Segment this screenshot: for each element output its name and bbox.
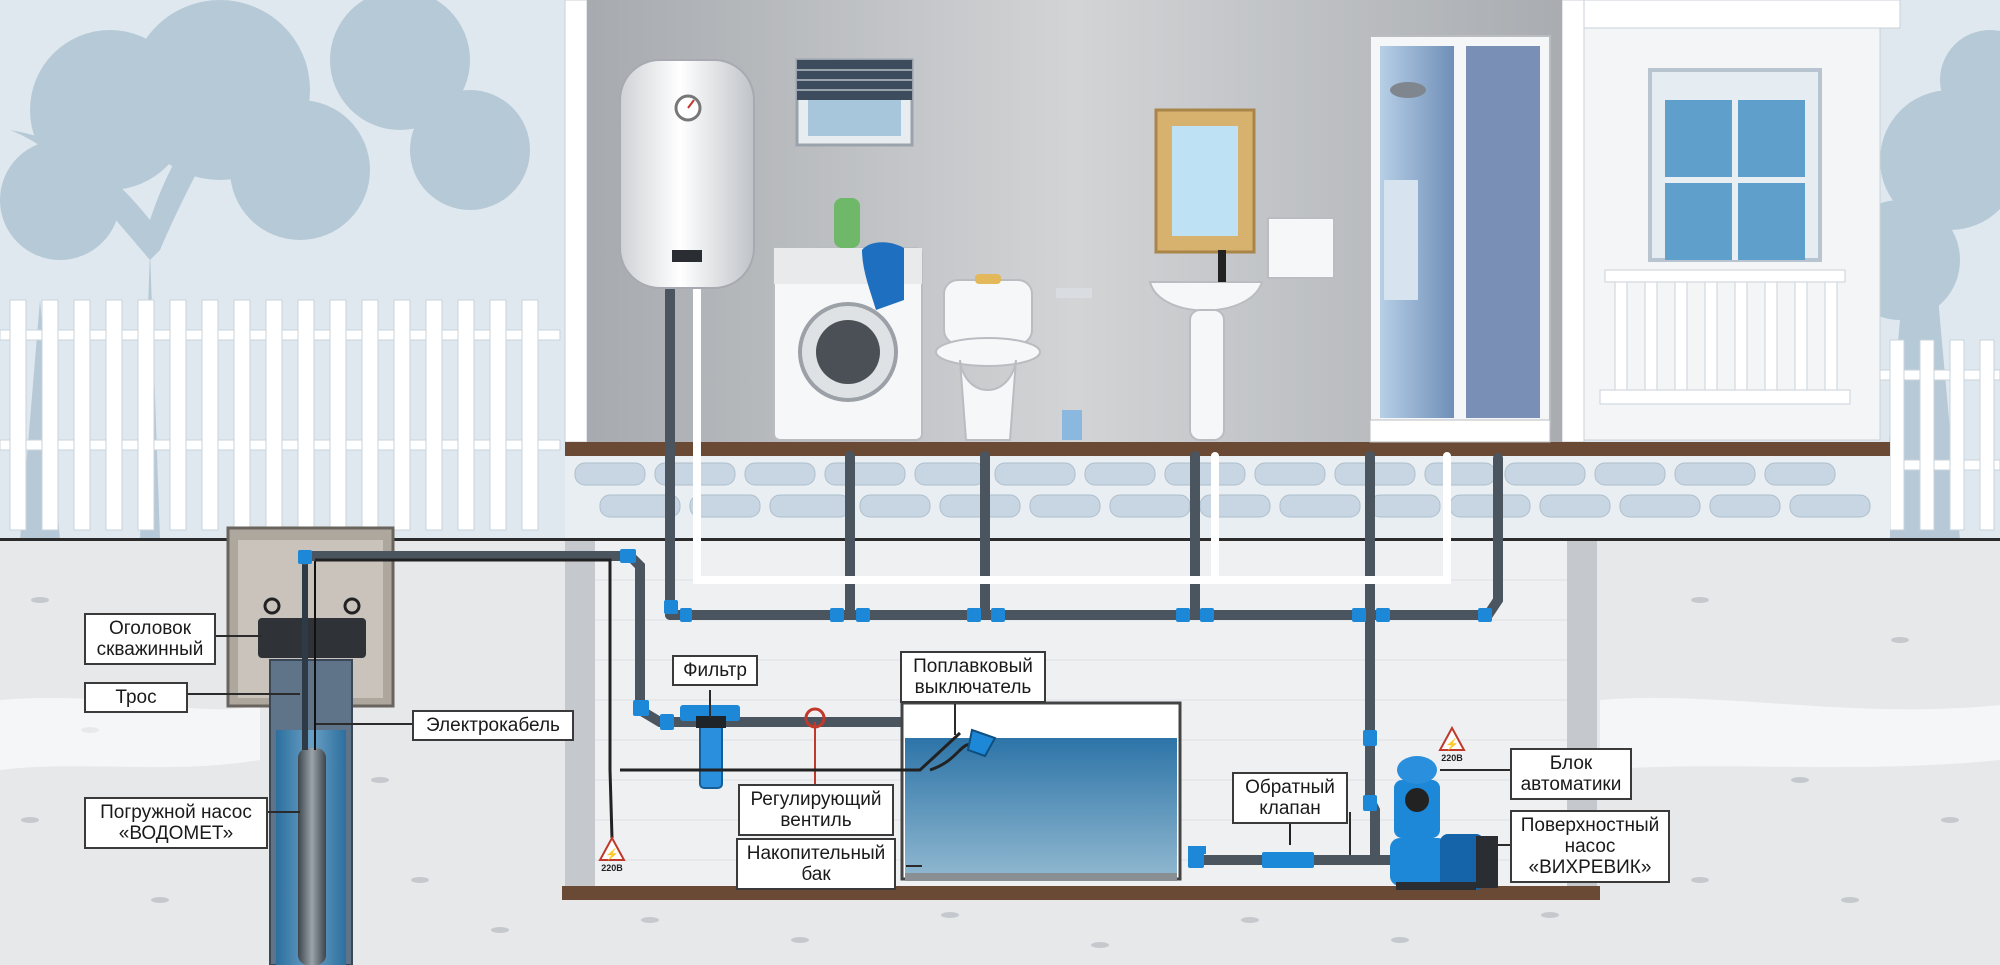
svg-text:⚡: ⚡ bbox=[1445, 738, 1459, 751]
label-pump-line2: «ВОДОМЕТ» bbox=[118, 823, 234, 844]
label-electro-cable: Электрокабель bbox=[412, 710, 574, 741]
bathroom-shelf bbox=[1267, 217, 1335, 279]
porch-house bbox=[1559, 0, 1901, 441]
label-tank-line1: Накопительный bbox=[746, 843, 886, 864]
label-automation-unit: Блок автоматики bbox=[1510, 748, 1632, 800]
label-surface-line1: Поверхностный bbox=[1520, 815, 1660, 836]
fence-left bbox=[0, 299, 561, 531]
svg-text:⚡: ⚡ bbox=[605, 848, 619, 861]
regulating-valve bbox=[804, 707, 826, 790]
float-switch bbox=[620, 728, 997, 772]
label-float-line2: выключатель bbox=[914, 677, 1032, 698]
background-trees bbox=[0, 0, 2000, 540]
label-filter-text: Фильтр bbox=[683, 660, 747, 681]
house-wall-left-trim bbox=[564, 0, 588, 443]
voltage-label-right: 220В bbox=[1441, 753, 1463, 763]
label-well-head-line2: скважинный bbox=[96, 639, 204, 660]
warning-sign-left: ⚡ 220В bbox=[598, 835, 626, 873]
label-valve-line2: вентиль bbox=[780, 810, 852, 831]
label-surface-line2: насос bbox=[1564, 836, 1616, 857]
label-check-line1: Обратный bbox=[1245, 777, 1335, 798]
power-cable bbox=[315, 558, 614, 839]
label-check-line2: клапан bbox=[1259, 798, 1321, 819]
snow-layer-left bbox=[0, 697, 260, 770]
label-storage-tank: Накопительный бак bbox=[736, 838, 896, 890]
automation-unit bbox=[1394, 756, 1440, 838]
ball-valve bbox=[1188, 846, 1206, 854]
label-surface-line3: «ВИХРЕВИК» bbox=[1528, 857, 1652, 878]
shower-cabin bbox=[1369, 35, 1551, 443]
label-well-head-line1: Оголовок bbox=[108, 618, 192, 639]
house-wall-right-trim bbox=[1561, 0, 1585, 443]
toilet-brush bbox=[1062, 410, 1082, 440]
toilet bbox=[935, 274, 1041, 441]
fence-right bbox=[1879, 339, 2000, 531]
label-auto-line1: Блок bbox=[1549, 753, 1593, 774]
sink bbox=[1148, 250, 1264, 441]
water-heater bbox=[619, 59, 755, 289]
label-submersible-pump: Погружной насос «ВОДОМЕТ» bbox=[84, 797, 268, 849]
label-check-valve: Обратный клапан bbox=[1232, 772, 1348, 824]
label-float-switch: Поплавковый выключатель bbox=[900, 651, 1046, 703]
label-regulating-valve: Регулирующий вентиль bbox=[738, 784, 894, 836]
hot-water-pipe bbox=[693, 286, 1451, 584]
label-electro-cable-text: Электрокабель bbox=[426, 715, 560, 736]
label-cable: Трос bbox=[84, 682, 188, 713]
label-cable-text: Трос bbox=[115, 687, 157, 708]
label-float-line1: Поплавковый bbox=[913, 656, 1033, 677]
tank-base bbox=[905, 873, 1177, 881]
label-pump-line1: Погружной насос bbox=[100, 802, 252, 823]
washing-machine bbox=[773, 198, 923, 441]
label-valve-line1: Регулирующий bbox=[750, 789, 882, 810]
submersible-pump-body bbox=[298, 748, 326, 965]
label-surface-pump: Поверхностный насос «ВИХРЕВИК» bbox=[1510, 810, 1670, 883]
house-floor bbox=[565, 442, 1890, 456]
surface-pump bbox=[1390, 834, 1498, 890]
tank-water bbox=[905, 738, 1177, 876]
well-head bbox=[258, 618, 366, 658]
warning-sign-right: ⚡ 220В bbox=[1438, 725, 1466, 763]
callout-leaders bbox=[188, 635, 1510, 867]
snow-layer-right bbox=[1600, 697, 2000, 770]
ground-surface bbox=[0, 538, 2000, 541]
voltage-label-left: 220В bbox=[601, 863, 623, 873]
label-filter: Фильтр bbox=[672, 655, 758, 686]
warning-icon bbox=[598, 835, 626, 861]
warning-icon bbox=[1438, 725, 1466, 751]
label-tank-line2: бак bbox=[801, 864, 831, 885]
small-window bbox=[795, 58, 914, 147]
label-auto-line2: автоматики bbox=[1520, 774, 1622, 795]
label-well-head: Оголовок скважинный bbox=[84, 613, 216, 665]
toilet-paper-holder bbox=[1056, 288, 1092, 298]
mirror bbox=[1154, 108, 1256, 254]
